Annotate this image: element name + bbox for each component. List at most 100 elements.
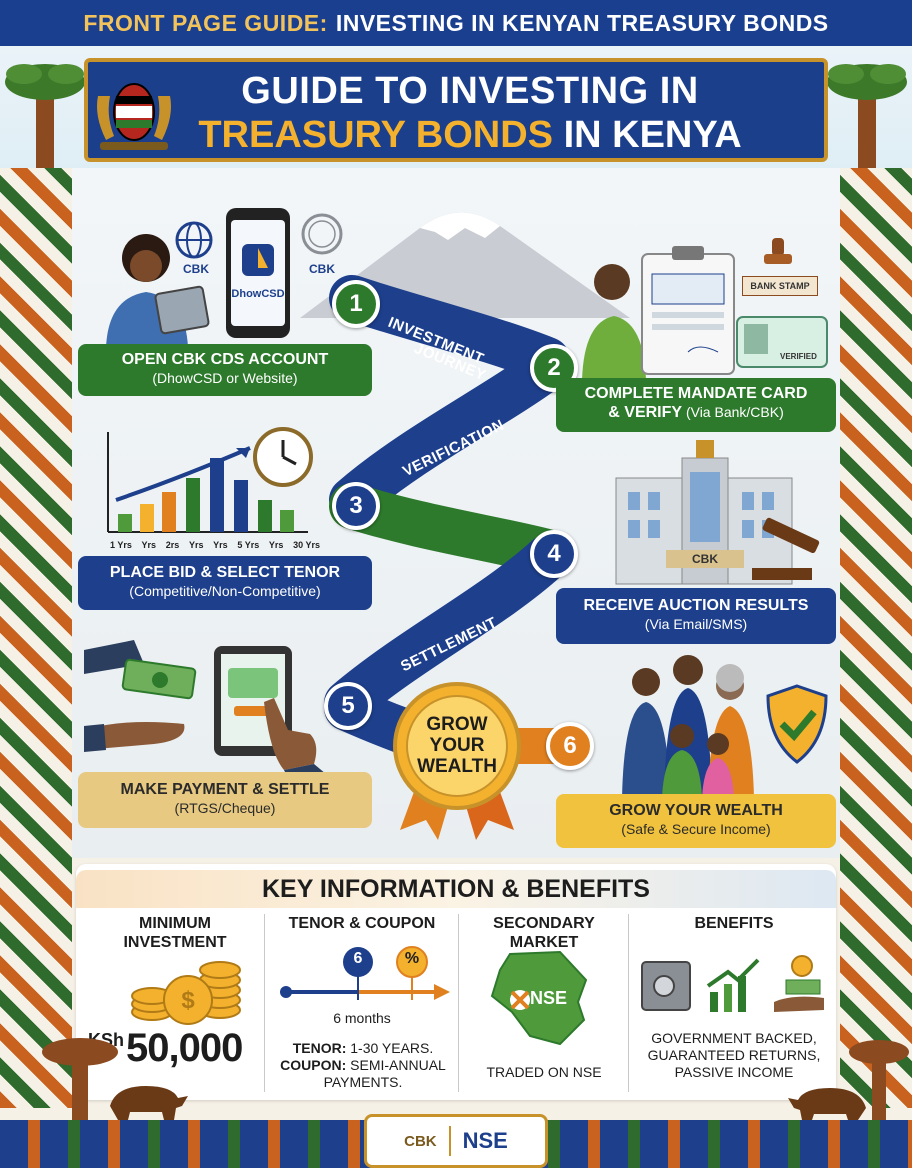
benefit-1: GOVERNMENT BACKED, <box>651 1030 817 1046</box>
column-divider <box>458 914 459 1092</box>
benefit-2: GUARANTEED RETURNS, <box>647 1047 821 1063</box>
min-investment-title: MINIMUM INVESTMENT <box>90 914 260 952</box>
step-6-title: GROW YOUR WEALTH <box>609 802 783 819</box>
title-rest: IN KENYA <box>553 114 742 156</box>
key-info-heading: KEY INFORMATION & BENEFITS <box>76 870 836 908</box>
step-3-badge: 3 <box>332 482 380 530</box>
top-strip: FRONT PAGE GUIDE: INVESTING IN KENYAN TR… <box>0 0 912 46</box>
step-1-subtitle: (DhowCSD or Website) <box>152 370 298 386</box>
bank-stamp-label: BANK STAMP <box>742 276 818 296</box>
seal-badge-icon <box>301 213 343 255</box>
chart-tick: 1 Yrs <box>110 540 132 550</box>
smartphone-icon <box>226 208 290 338</box>
step-6-badge: 6 <box>546 722 594 770</box>
months-label: 6 months <box>333 1010 391 1026</box>
safe-icon <box>641 961 691 1011</box>
coupon-text-2: PAYMENTS. <box>323 1074 403 1090</box>
min-amount: 50,000 <box>126 1026 243 1070</box>
chart-tick: Yrs <box>188 540 204 550</box>
chart-tick-row: 1 Yrs Yrs 2rs Yrs Yrs 5 Yrs Yrs 30 Yrs <box>110 540 320 550</box>
baobab-tree-bottom-right-icon <box>849 1040 909 1120</box>
bank-stamp-icon <box>764 238 792 264</box>
hand-with-money-icon <box>774 955 824 1012</box>
person-signing-icon <box>582 264 646 380</box>
growth-chart-icon <box>706 958 760 1012</box>
cbk-logo: CBK <box>404 1132 437 1150</box>
building-sign: CBK <box>692 552 718 566</box>
secondary-market-title: SECONDARY MARKET <box>462 914 626 952</box>
tenor-text: 1-30 YEARS. <box>346 1040 434 1056</box>
step-2-title-1: COMPLETE MANDATE CARD <box>584 385 808 402</box>
svg-text:$: $ <box>181 987 195 1014</box>
rhino-icon <box>110 1086 188 1120</box>
secondary-market-text: TRADED ON NSE <box>486 1064 602 1080</box>
medal-text: GROW YOUR WEALTH <box>400 714 514 777</box>
sec-title-2: MARKET <box>509 934 579 951</box>
coin-stack-icon: $ <box>131 961 241 1025</box>
page-title-line-1: GUIDE TO INVESTING IN <box>241 70 699 112</box>
family-icon <box>622 655 754 798</box>
page-title-line-2: TREASURY BONDS IN KENYA <box>150 114 790 157</box>
medal-line-2: YOUR <box>429 735 485 756</box>
step-5-label: MAKE PAYMENT & SETTLE (RTGS/Cheque) <box>78 772 372 828</box>
top-strip-subject: INVESTING IN KENYAN TREASURY BONDS <box>335 9 829 36</box>
clipboard-form-icon <box>641 246 735 375</box>
coupon-text: SEMI-ANNUAL <box>346 1057 446 1073</box>
medal-line-3: WEALTH <box>417 756 497 777</box>
step-3-title: PLACE BID & SELECT TENOR <box>109 564 341 581</box>
tenor-timeline-icon <box>280 946 450 1000</box>
step-6-label: GROW YOUR WEALTH (Safe & Secure Income) <box>556 794 836 848</box>
coupon-label: COUPON: <box>280 1057 347 1073</box>
cbk-building-icon <box>615 440 820 585</box>
cbk-label-1: CBK <box>183 262 209 276</box>
benefit-3: PASSIVE INCOME <box>674 1064 794 1080</box>
min-title-1: MINIMUM <box>139 915 211 932</box>
coupon-marker: % <box>404 950 420 967</box>
hands-with-cash-icon <box>84 640 197 752</box>
chart-tick: Yrs <box>213 540 228 550</box>
clock-icon <box>253 427 313 487</box>
app-name: DhowCSD <box>231 288 285 300</box>
tenor-coupon-text: TENOR: 1-30 YEARS. COUPON: SEMI-ANNUAL P… <box>268 1040 458 1091</box>
chart-tick: 5 Yrs <box>237 540 260 550</box>
chart-tick: 30 Yrs <box>293 540 320 550</box>
title-banner <box>84 58 828 162</box>
left-pattern-border <box>0 168 72 1108</box>
step-4-badge: 4 <box>530 530 578 578</box>
chart-tick: Yrs <box>141 540 157 550</box>
sec-title-1: SECONDARY <box>493 915 595 932</box>
step-1-title: OPEN CBK CDS ACCOUNT <box>121 351 329 368</box>
tenor-marker: 6 <box>353 950 363 967</box>
nse-map-label: NSE <box>530 988 568 1008</box>
kenya-coat-of-arms-icon <box>97 83 171 150</box>
step-4-label: RECEIVE AUCTION RESULTS (Via Email/SMS) <box>556 588 836 644</box>
grow-wealth-medal-icon <box>393 682 521 840</box>
benefits-text: GOVERNMENT BACKED, GUARANTEED RETURNS, P… <box>632 1030 836 1081</box>
step-1-label: OPEN CBK CDS ACCOUNT (DhowCSD or Website… <box>78 344 372 396</box>
step-4-subtitle: (Via Email/SMS) <box>644 616 748 632</box>
step-2-subtitle: (Via Bank/CBK) <box>685 404 784 420</box>
growth-bar-chart-icon <box>107 432 308 533</box>
pointing-hand-icon <box>264 698 326 774</box>
nse-logo: NSE <box>462 1128 508 1153</box>
baobab-tree-left-icon <box>5 64 85 168</box>
top-strip-label: FRONT PAGE GUIDE: <box>83 9 328 36</box>
footer-logo-box: CBK NSE <box>364 1114 548 1168</box>
chart-tick: 2rs <box>165 540 180 550</box>
medal-line-1: GROW <box>426 714 488 735</box>
cbk-label-2: CBK <box>309 262 335 276</box>
step-2-title-2: & VERIFY <box>608 404 683 421</box>
right-pattern-border <box>840 168 912 1108</box>
step-6-subtitle: (Safe & Secure Income) <box>621 821 771 837</box>
chart-tick: Yrs <box>268 540 284 550</box>
step-1-badge: 1 <box>332 280 380 328</box>
logo-divider <box>448 1126 451 1156</box>
tenor-coupon-title: TENOR & COUPON <box>288 915 436 932</box>
title-highlight: TREASURY BONDS <box>198 114 554 156</box>
globe-icon <box>175 221 213 259</box>
kenya-map-icon <box>490 950 588 1046</box>
rhino-icon-right <box>788 1088 866 1120</box>
baobab-tree-right-icon <box>827 64 907 168</box>
id-card-icon <box>736 316 828 368</box>
verified-label: VERIFIED <box>780 352 817 361</box>
